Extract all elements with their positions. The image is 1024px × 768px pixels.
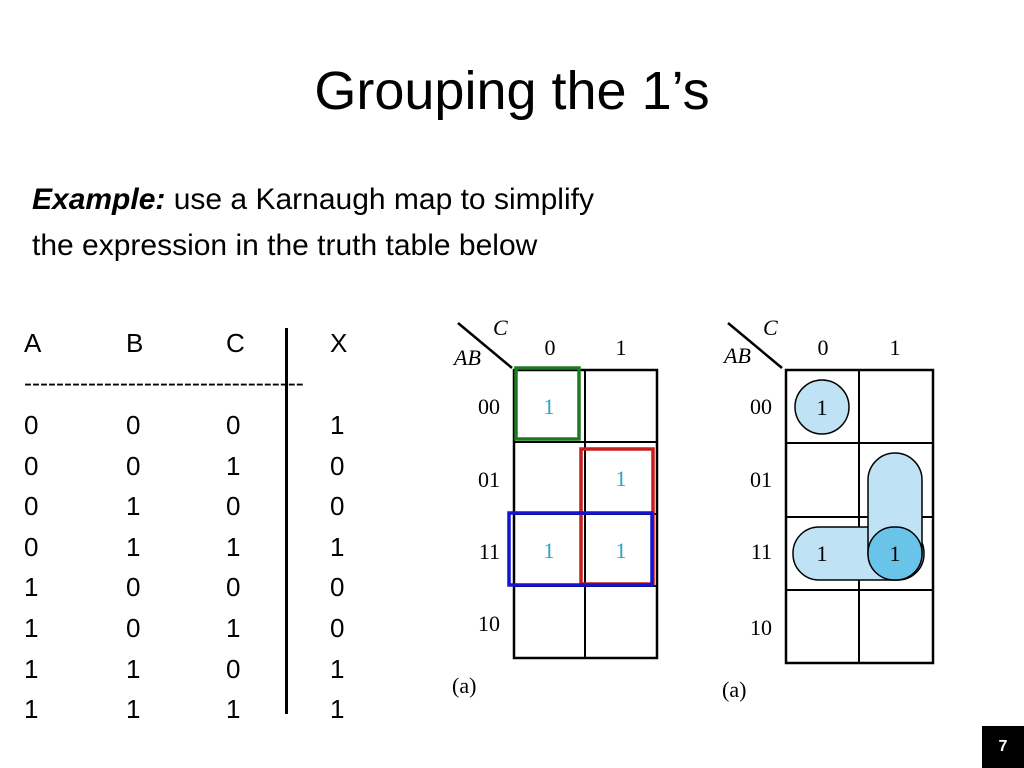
kmap-left-group-green xyxy=(514,366,581,441)
kmap-left-group-blue xyxy=(507,511,654,587)
kmap-left-col-label-0: 0 xyxy=(545,335,556,360)
kmap-left-row-label-1: 01 xyxy=(478,467,500,492)
tt-cell-c: 1 xyxy=(226,694,241,725)
tt-cell-a: 1 xyxy=(24,613,39,643)
tt-cell-x: 1 xyxy=(330,694,345,725)
kmap-right: C AB 0 1 00 01 11 10 1 1 1 (a) xyxy=(722,315,935,702)
tt-cell-a: 1 xyxy=(24,572,39,603)
kmap-right-group-single xyxy=(794,379,850,435)
tt-cell-a: 0 xyxy=(24,531,39,562)
tt-cell-a: 1 xyxy=(24,694,39,725)
tt-divider xyxy=(285,328,288,714)
kmap-right-diagonal xyxy=(727,322,783,369)
tt-cell-x: 0 xyxy=(330,450,345,481)
tt-header-b: B xyxy=(126,328,144,358)
kmap-right-cell-11-0: 1 xyxy=(817,541,828,566)
kmap-left-cell-00-0: 1 xyxy=(544,394,555,419)
kmap-right-row-label-0: 00 xyxy=(750,394,772,419)
tt-cell-c: 0 xyxy=(226,491,241,522)
tt-cell-a: 1 xyxy=(24,653,39,684)
kmap-right-row-var: AB xyxy=(722,343,751,368)
kmap-left-row-label-2: 11 xyxy=(479,539,500,564)
tt-cell-x: 0 xyxy=(330,613,345,643)
kmap-right-col-label-0: 0 xyxy=(818,335,829,360)
example-label: Example: xyxy=(32,183,166,216)
tt-cell-a: 0 xyxy=(24,450,39,481)
kmap-right-col-var: C xyxy=(763,315,778,340)
tt-cell-b: 0 xyxy=(126,410,141,440)
tt-cell-b: 1 xyxy=(126,491,141,522)
tt-cell-b: 0 xyxy=(126,572,141,603)
tt-cell-x: 0 xyxy=(330,491,345,522)
page-number: 7 xyxy=(982,726,1024,768)
tt-cell-c: 1 xyxy=(226,613,241,643)
kmap-right-cell-00-0: 1 xyxy=(817,395,828,420)
kmap-right-col-label-1: 1 xyxy=(890,335,901,360)
tt-cell-c: 1 xyxy=(226,450,241,481)
kmap-right-row-label-3: 10 xyxy=(750,615,772,640)
kmap-left-col-label-1: 1 xyxy=(616,335,627,360)
kmap-left-diagonal xyxy=(457,322,513,369)
kmap-right-row-label-2: 11 xyxy=(751,539,772,564)
tt-cell-a: 0 xyxy=(24,410,39,440)
kmap-right-cell-11-1: 1 xyxy=(890,541,901,566)
tt-cell-c: 0 xyxy=(226,653,241,684)
tt-cell-x: 1 xyxy=(330,410,345,440)
kmap-left: C AB 0 1 00 01 11 10 1 1 1 1 (a) xyxy=(452,315,659,698)
kmap-right-group-overlap xyxy=(867,526,923,581)
tt-cell-x: 1 xyxy=(330,531,345,562)
kmap-left-cell-01-1: 1 xyxy=(616,466,627,491)
kmap-left-cell-11-1: 1 xyxy=(616,538,627,563)
tt-cell-x: 1 xyxy=(330,653,345,684)
kmap-left-row-label-3: 10 xyxy=(478,611,500,636)
tt-cell-c: 0 xyxy=(226,572,241,603)
kmap-left-caption: (a) xyxy=(452,673,476,698)
tt-cell-c: 1 xyxy=(226,531,241,562)
kmap-left-cell-11-0: 1 xyxy=(544,538,555,563)
kmap-right-row-label-1: 01 xyxy=(750,467,772,492)
tt-header-c: C xyxy=(226,328,245,358)
example-line-2: the expression in the truth table below xyxy=(32,229,538,262)
kmap-right-caption: (a) xyxy=(722,677,746,702)
tt-cell-b: 1 xyxy=(126,653,141,684)
example-line-1: use a Karnaugh map to simplify xyxy=(165,183,594,216)
tt-separator: ----------------------------------- xyxy=(24,370,304,397)
tt-cell-b: 1 xyxy=(126,694,141,725)
example-text: Example: use a Karnaugh map to simplify … xyxy=(32,177,732,269)
tt-cell-b: 0 xyxy=(126,450,141,481)
tt-cell-c: 0 xyxy=(226,410,241,440)
tt-cell-b: 0 xyxy=(126,613,141,643)
slide-title: Grouping the 1’s xyxy=(314,61,710,121)
kmap-left-col-var: C xyxy=(493,315,508,340)
kmap-left-row-var: AB xyxy=(452,345,481,370)
tt-cell-b: 1 xyxy=(126,531,141,562)
kmap-left-row-label-0: 00 xyxy=(478,394,500,419)
tt-header-x: X xyxy=(330,328,348,358)
tt-cell-a: 0 xyxy=(24,491,39,522)
tt-cell-x: 0 xyxy=(330,572,345,603)
tt-header-a: A xyxy=(24,328,42,358)
